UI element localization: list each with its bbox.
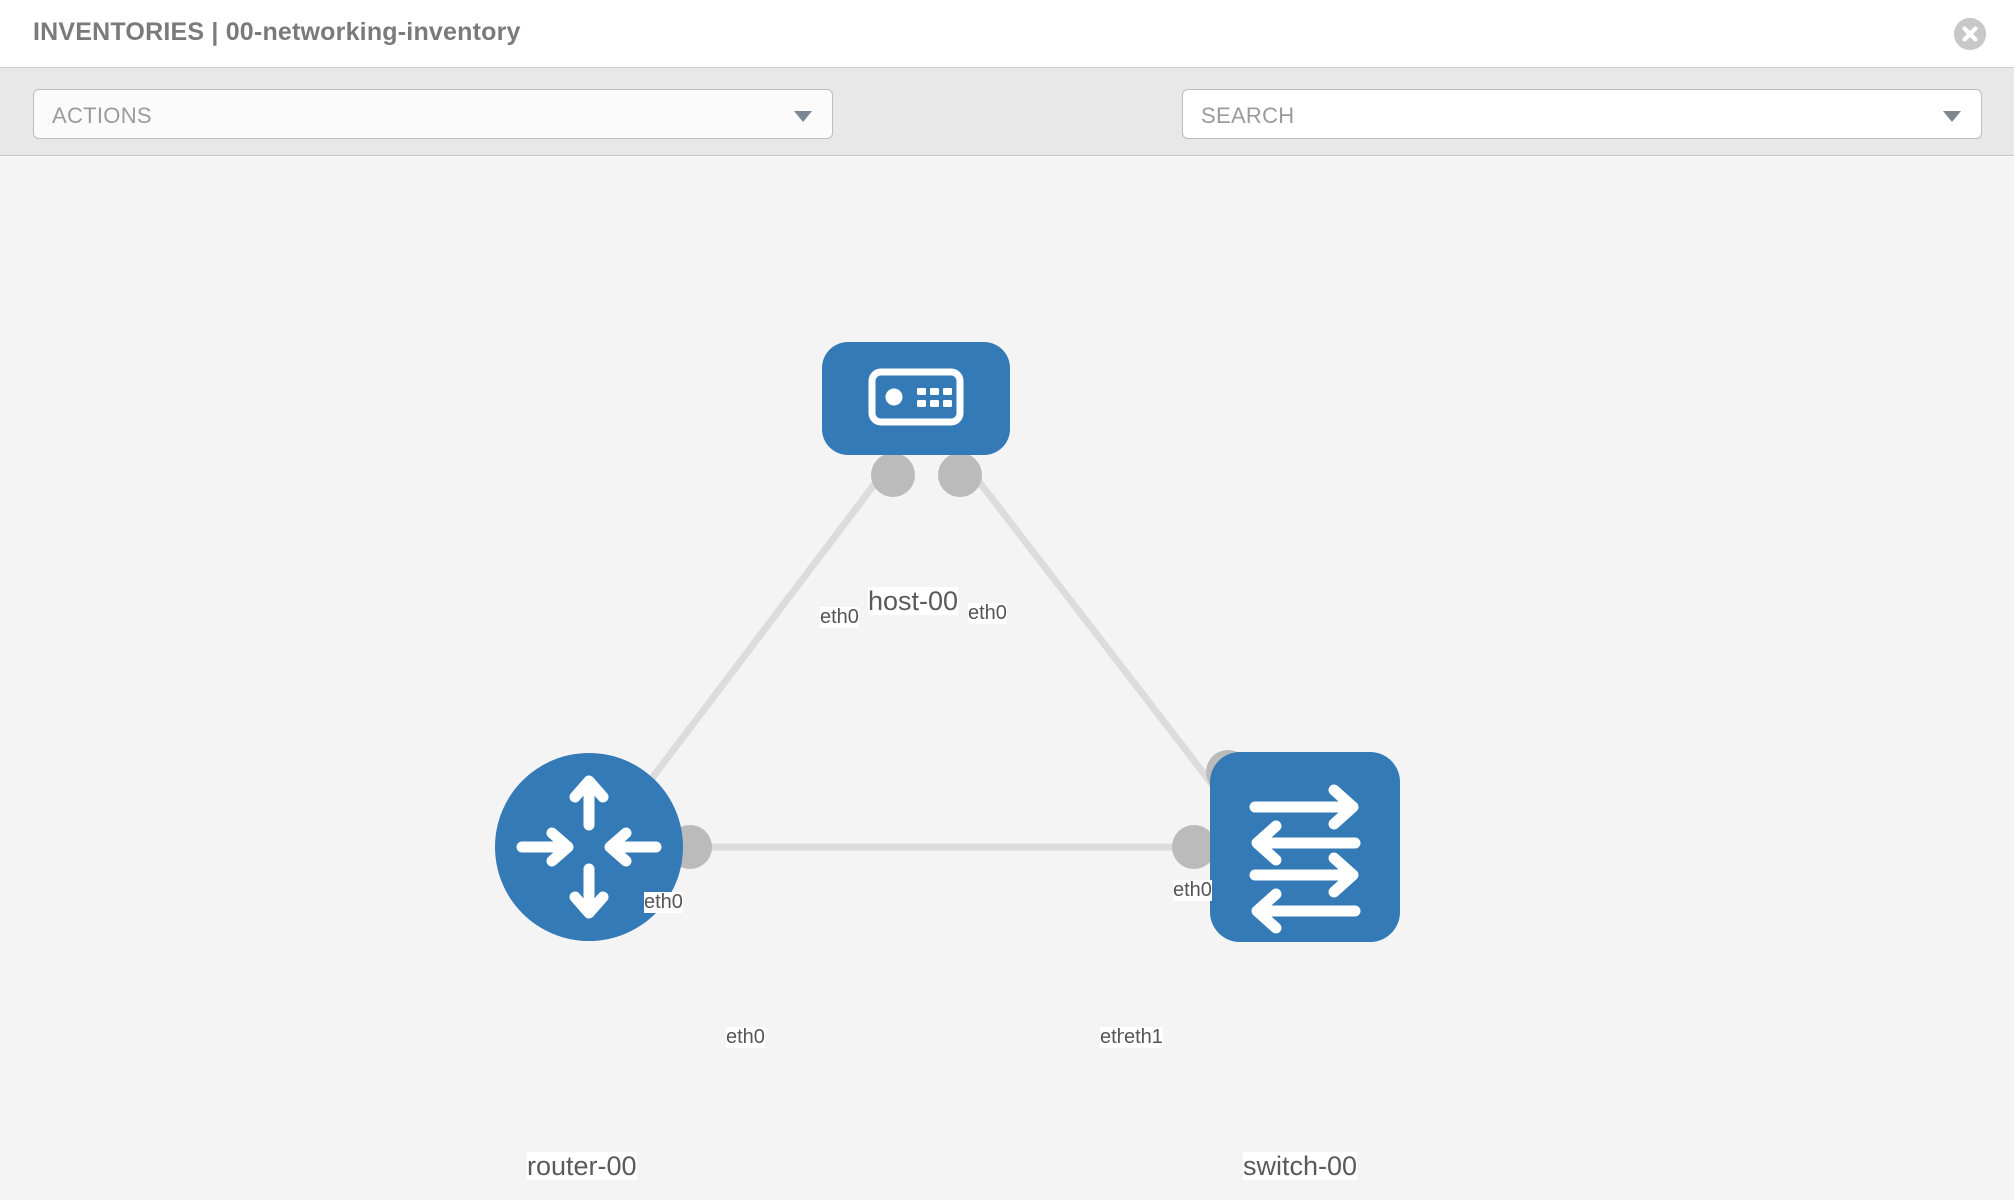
connector-host-left <box>871 453 915 497</box>
link-host-switch <box>957 454 1225 800</box>
node-router-00[interactable] <box>495 753 683 941</box>
node-switch-00[interactable] <box>1210 752 1400 942</box>
page-title: INVENTORIES | 00-networking-inventory <box>33 18 521 46</box>
interface-label: eth0 <box>820 606 859 628</box>
connector-host-right <box>938 453 982 497</box>
node-label-host-00: host-00 <box>868 586 959 616</box>
topology-connectors <box>596 453 1250 869</box>
interface-label: eth1 <box>1124 1026 1163 1048</box>
interface-label: eth0 <box>968 602 1007 624</box>
topology-links <box>597 454 1225 851</box>
node-host-00[interactable] <box>822 342 1010 455</box>
server-icon <box>868 368 964 426</box>
node-label-switch-00: switch-00 <box>1243 1151 1358 1181</box>
topology-canvas[interactable]: host-00 router-00 switch-00 eth0 eth0 et… <box>0 157 2014 1200</box>
actions-dropdown-label: ACTIONS <box>52 103 152 128</box>
node-label-router-00: router-00 <box>527 1151 637 1181</box>
connector-switch-left <box>1172 825 1216 869</box>
topology-svg <box>495 342 1400 942</box>
search-input[interactable]: SEARCH <box>1182 89 1982 139</box>
interface-label: eth0 <box>644 891 683 913</box>
interface-label: eth0 <box>726 1026 765 1048</box>
actions-dropdown[interactable]: ACTIONS <box>33 89 833 139</box>
chevron-down-icon <box>1943 111 1961 122</box>
close-button[interactable] <box>1954 18 1986 50</box>
switch-arrows-icon <box>1249 784 1361 934</box>
interface-label: eth0 <box>1173 879 1212 901</box>
page-header: INVENTORIES | 00-networking-inventory <box>0 0 2014 68</box>
router-arrows-icon <box>516 775 662 919</box>
chevron-down-icon <box>794 111 812 122</box>
toolbar: ACTIONS SEARCH <box>0 68 2014 199</box>
search-placeholder: SEARCH <box>1201 103 1295 128</box>
